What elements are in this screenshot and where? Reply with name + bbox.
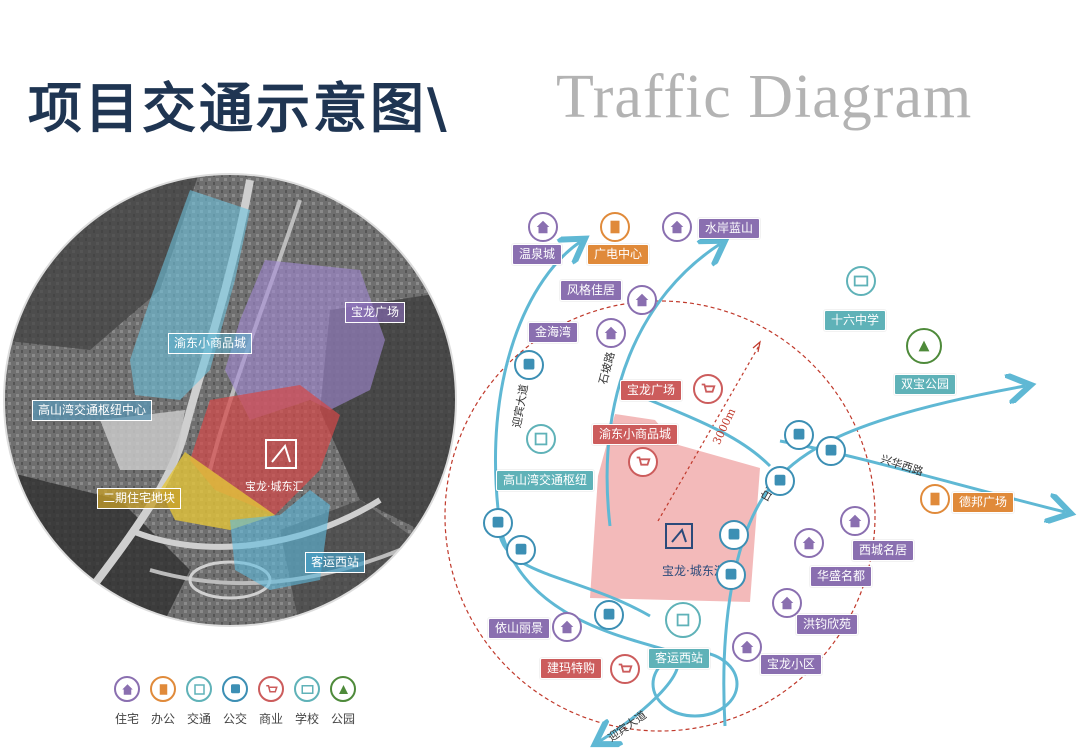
- page-title-cn: 项目交通示意图\: [28, 76, 450, 140]
- label-shuangbao: 双宝公园: [894, 374, 957, 395]
- label-baolong-xq: 宝龙小区: [760, 654, 823, 675]
- label-phase2-left: 二期住宅地块: [97, 488, 182, 509]
- cart-icon: [693, 374, 723, 404]
- legend-item-commerce: 商业: [256, 676, 286, 727]
- cart-icon: [610, 654, 640, 684]
- label-hongjun: 洪钧欣苑: [796, 614, 859, 635]
- bus-icon: [765, 466, 795, 496]
- bus-icon: [719, 520, 749, 550]
- page-title-en: Traffic Diagram: [556, 63, 973, 131]
- cart-icon: [628, 447, 658, 477]
- house-icon: [772, 588, 802, 618]
- bus-icon: [514, 350, 544, 380]
- zone-baolong: [225, 260, 385, 420]
- label-xicheng: 西城名居: [852, 540, 915, 561]
- house-icon: [794, 528, 824, 558]
- park-icon: [330, 676, 356, 702]
- transport-hub-icon: [526, 424, 556, 454]
- logo-left: 宝龙·城东汇: [245, 480, 304, 493]
- label-wenquan: 温泉城: [512, 244, 563, 265]
- bus-icon: [784, 420, 814, 450]
- label-guangdian: 广电中心: [587, 244, 650, 265]
- label-baolong-plaza: 宝龙广场: [620, 380, 683, 401]
- label-yudong-right: 渝东小商品城: [592, 424, 679, 445]
- legend-item-office: 办公: [148, 676, 178, 727]
- house-icon: [528, 212, 558, 242]
- office-icon: [920, 484, 950, 514]
- house-icon: [596, 318, 626, 348]
- logo-right: 宝龙·城东汇: [662, 564, 726, 578]
- legend-item-bus: 公交: [220, 676, 250, 727]
- bus-icon: [716, 560, 746, 590]
- transport-hub-icon: [665, 602, 701, 638]
- label-shuian: 水岸蓝山: [698, 218, 761, 239]
- book-icon: [846, 266, 876, 296]
- bus-icon: [483, 508, 513, 538]
- office-icon: [150, 676, 176, 702]
- legend-item-park: 公园: [328, 676, 358, 727]
- label-jianma: 建玛特购: [540, 658, 603, 679]
- book-icon: [294, 676, 320, 702]
- label-baolong-left: 宝龙广场: [345, 302, 406, 323]
- zone-phase2: [160, 452, 275, 530]
- zone-yudong: [130, 190, 250, 400]
- house-icon: [840, 506, 870, 536]
- label-yishan: 依山丽景: [488, 618, 551, 639]
- label-yudong-left: 渝东小商品城: [168, 333, 253, 354]
- label-debang: 德邦广场: [952, 492, 1015, 513]
- legend-item-residential: 住宅: [112, 676, 142, 727]
- house-icon: [732, 632, 762, 662]
- bus-icon: [222, 676, 248, 702]
- bus-icon: [594, 600, 624, 630]
- label-huasheng: 华盛名都: [810, 566, 873, 587]
- label-gaoshanwan-right: 高山湾交通枢纽: [496, 470, 595, 491]
- cart-icon: [258, 676, 284, 702]
- label-keyun-left: 客运西站: [305, 552, 366, 573]
- legend-item-transport: 交通: [184, 676, 214, 727]
- office-icon: [600, 212, 630, 242]
- label-fengge: 风格佳居: [560, 280, 623, 301]
- label-jinhaiwan: 金海湾: [528, 322, 579, 343]
- legend: 住宅 办公 交通 公交 商业 学校 公园: [112, 676, 358, 727]
- house-icon: [552, 612, 582, 642]
- label-keyun-right: 客运西站: [648, 648, 711, 669]
- legend-item-school: 学校: [292, 676, 322, 727]
- bus-icon: [506, 535, 536, 565]
- label-shiliu: 十六中学: [824, 310, 887, 331]
- bus-icon: [816, 436, 846, 466]
- label-gaoshanwan-left: 高山湾交通枢纽中心: [32, 400, 153, 421]
- house-icon: [114, 676, 140, 702]
- house-icon: [627, 285, 657, 315]
- house-icon: [662, 212, 692, 242]
- transport-hub-icon: [186, 676, 212, 702]
- park-icon: [906, 328, 942, 364]
